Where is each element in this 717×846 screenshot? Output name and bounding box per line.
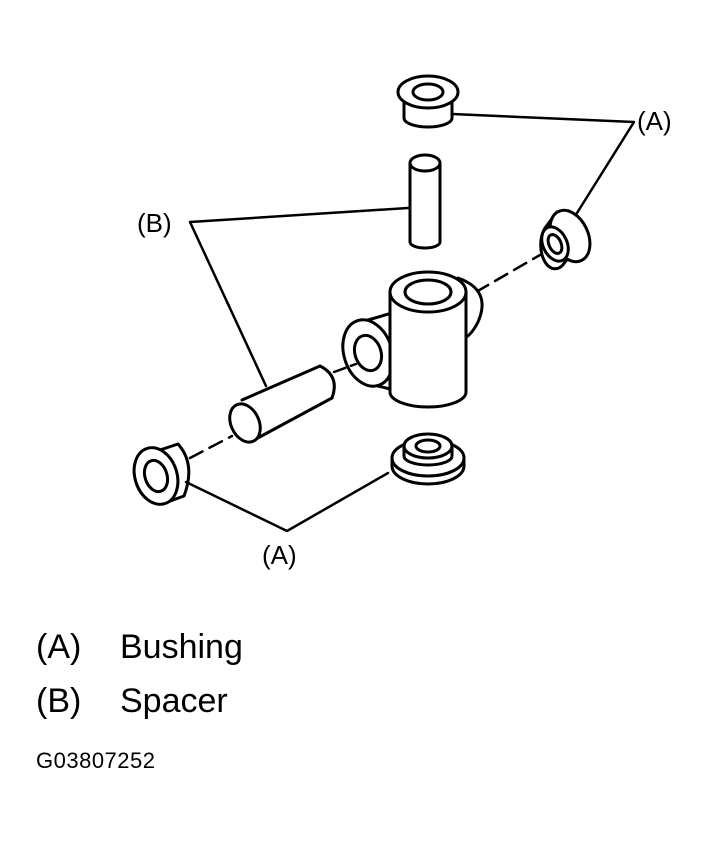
legend-key: (B) <box>36 682 82 720</box>
spacer-horizontal <box>228 364 336 444</box>
callout-b: (B) <box>137 208 172 238</box>
bushing-top <box>396 74 460 129</box>
leader-a-top <box>450 112 636 215</box>
bushing-bottom-left <box>132 442 191 506</box>
exploded-bushing-diagram: (A) (B) (A) <box>132 74 672 570</box>
figure-code: G03807252 <box>36 748 156 773</box>
axis-line-left <box>332 362 358 374</box>
callout-a-bottom: (A) <box>262 540 297 570</box>
legend: (A) Bushing (B) Spacer <box>36 628 243 736</box>
callout-a-top: (A) <box>637 106 672 136</box>
bushing-right <box>539 208 592 271</box>
bushing-bottom-right <box>390 432 466 486</box>
axis-line-right <box>474 253 542 294</box>
leader-b <box>188 206 410 388</box>
legend-row-spacer: (B) Spacer <box>36 682 243 736</box>
axis-line-left-lower <box>188 434 234 460</box>
leader-a-bottom <box>184 471 390 533</box>
central-housing <box>341 270 484 409</box>
legend-key: (A) <box>36 628 82 666</box>
legend-label: Bushing <box>120 628 243 666</box>
leader-lines <box>184 112 636 533</box>
spacer-vertical <box>408 153 442 250</box>
legend-label: Spacer <box>120 682 228 720</box>
legend-row-bushing: (A) Bushing <box>36 628 243 682</box>
